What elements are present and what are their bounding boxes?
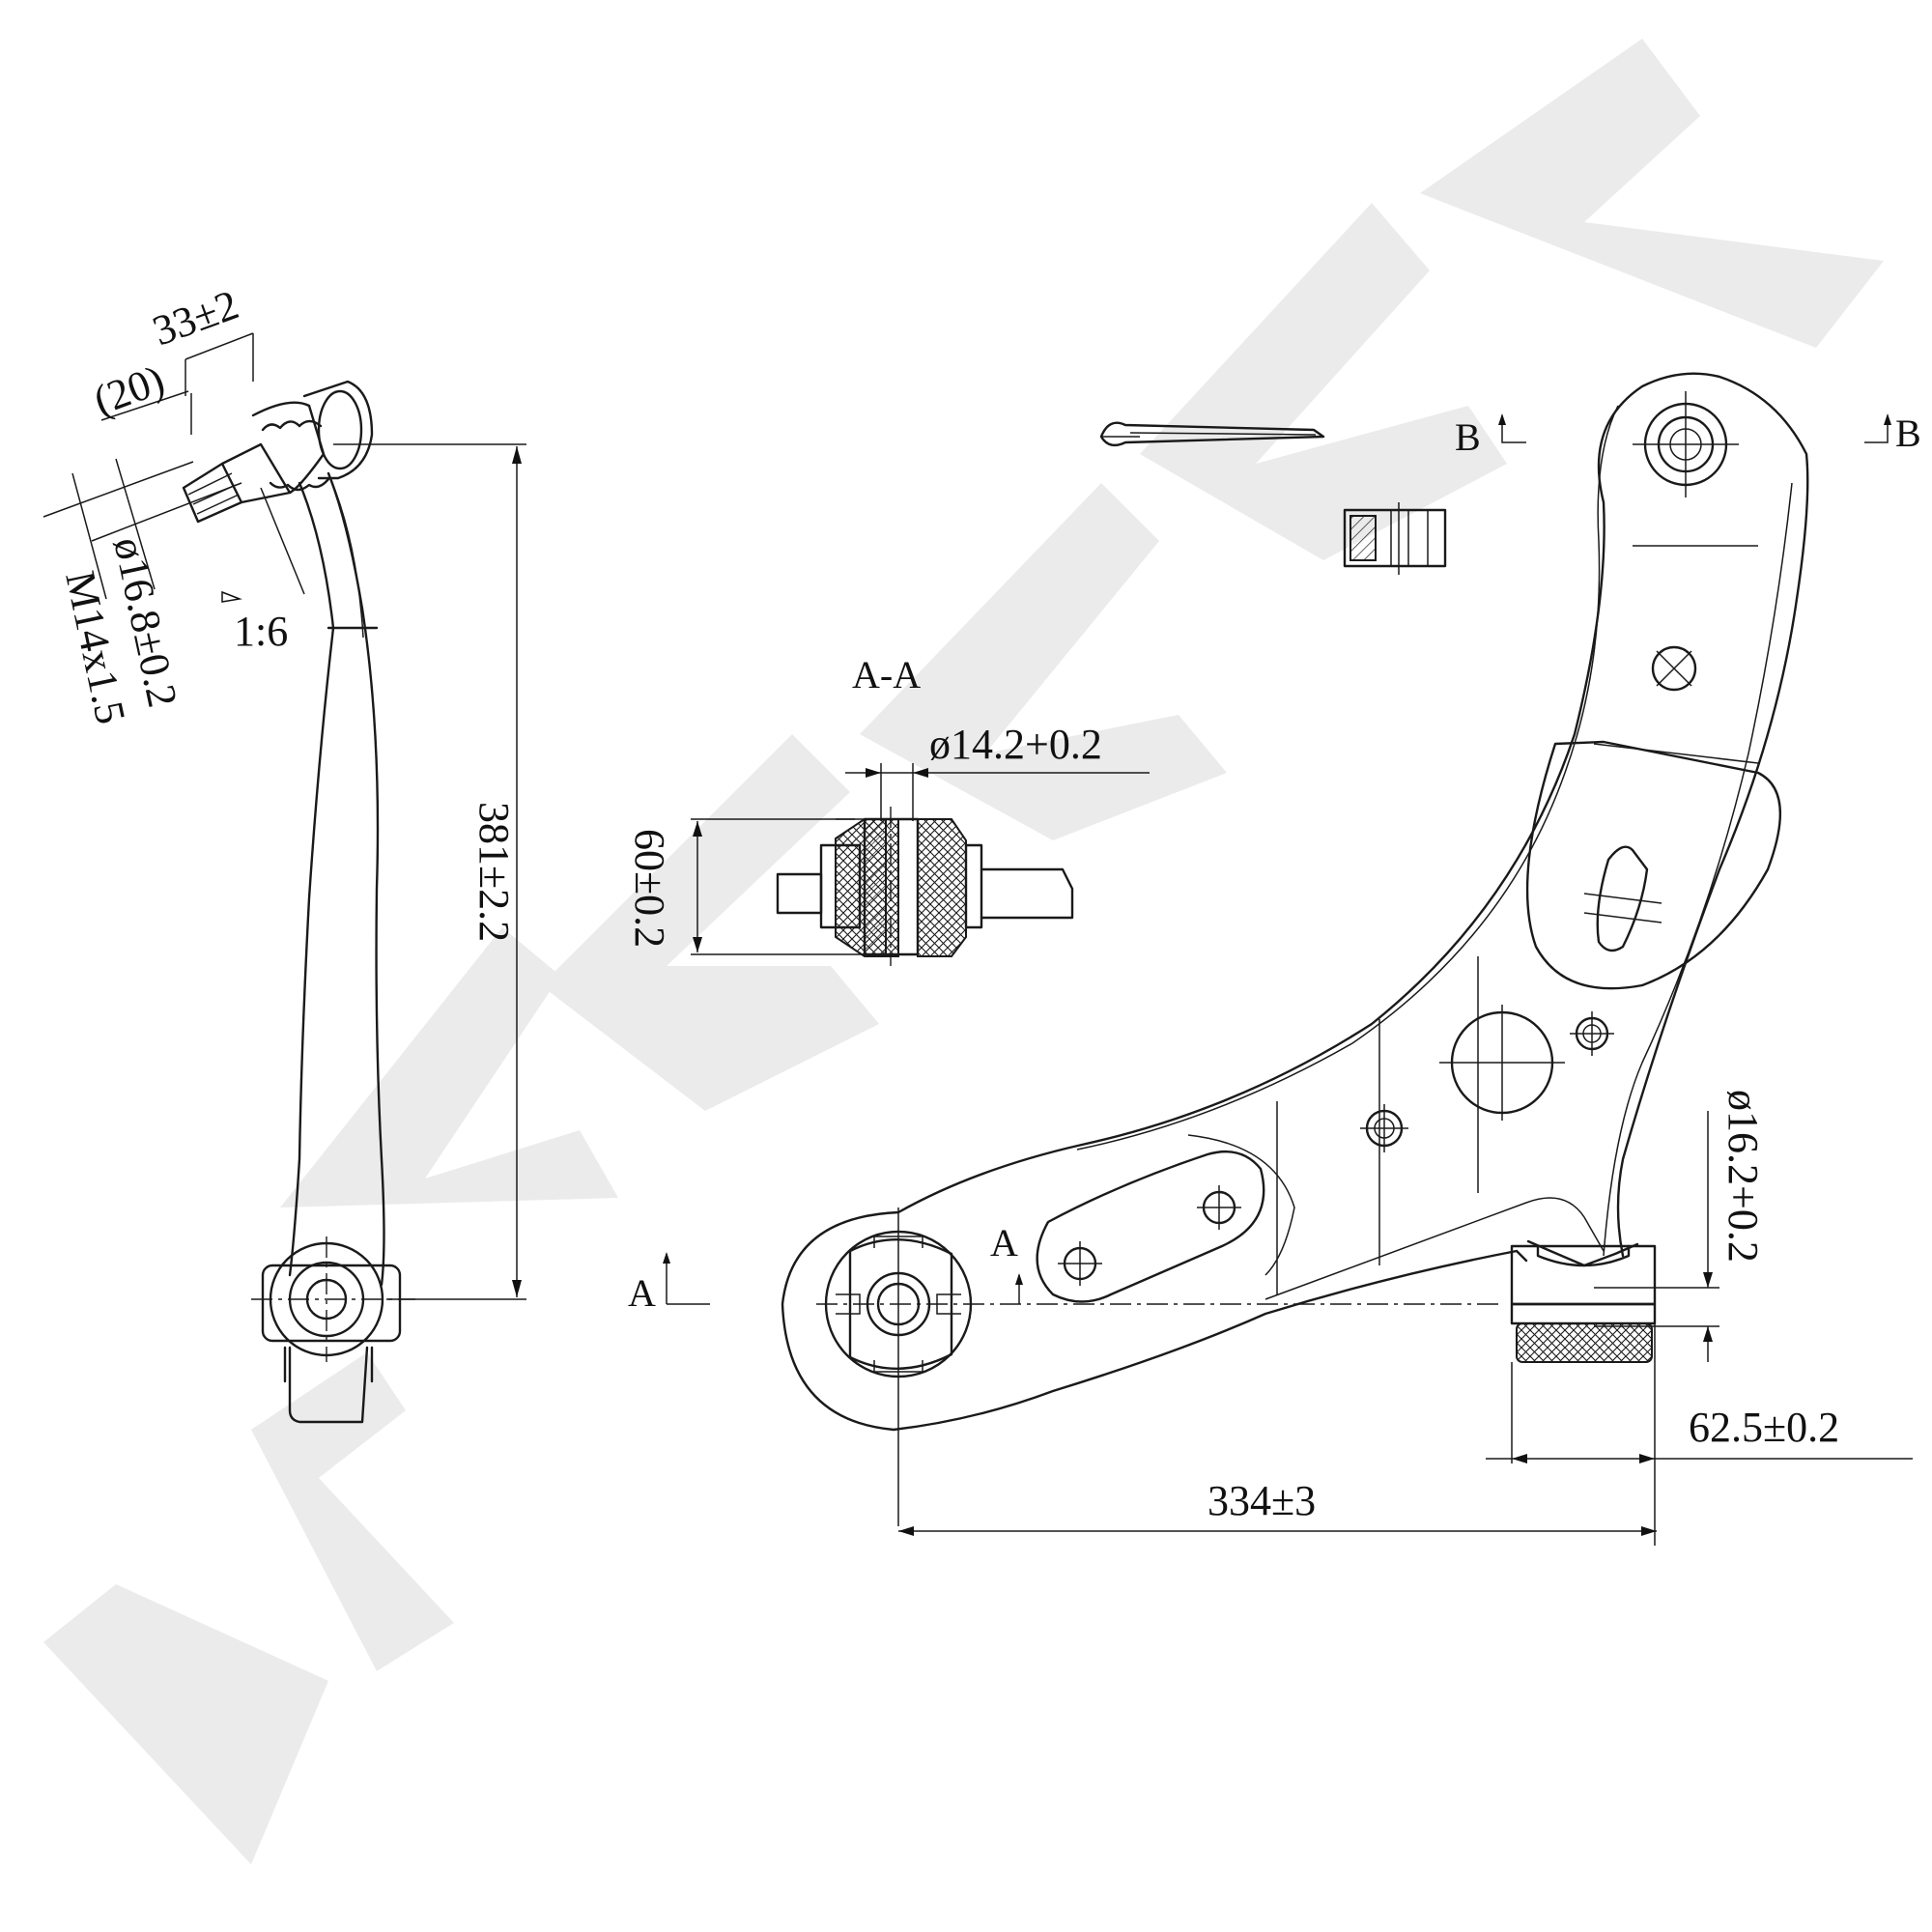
dim-33: 33±2 [147,281,244,355]
dim-bush-dia: ø14.2+0.2 [929,721,1102,768]
top-view-dimensions [898,1111,1913,1546]
dim-pin-dia: ø16.2+0.2 [1719,1090,1767,1263]
label-b-left: B [1455,415,1481,459]
section-dimensions [691,763,1150,955]
target-hole-1 [1570,1011,1614,1056]
dim-bush-w: 62.5±0.2 [1689,1404,1839,1451]
label-b-right: B [1895,412,1921,455]
target-hole-2 [1360,1104,1408,1152]
watermark-logo [43,39,1884,1864]
side-view-dimensions [43,332,526,1300]
target-hole-3 [1058,1241,1102,1286]
section-a-a [776,807,1074,966]
section-markers [663,413,1891,1305]
cotter-pin [1099,421,1325,447]
label-a-mid: A [990,1221,1018,1264]
dim-width: 334±3 [1208,1477,1316,1524]
dim-bush-len: 60±0.2 [626,829,673,948]
dim-taper: 1:6 [234,608,288,655]
target-hole-4 [1197,1185,1241,1230]
label-a-left: A [628,1271,656,1315]
section-title: A-A [852,653,921,696]
dim-20: (20) [88,355,171,424]
side-view [182,380,415,1424]
top-view [781,372,1809,1526]
castle-nut [1343,502,1447,575]
dim-height: 381±2.2 [470,802,518,942]
